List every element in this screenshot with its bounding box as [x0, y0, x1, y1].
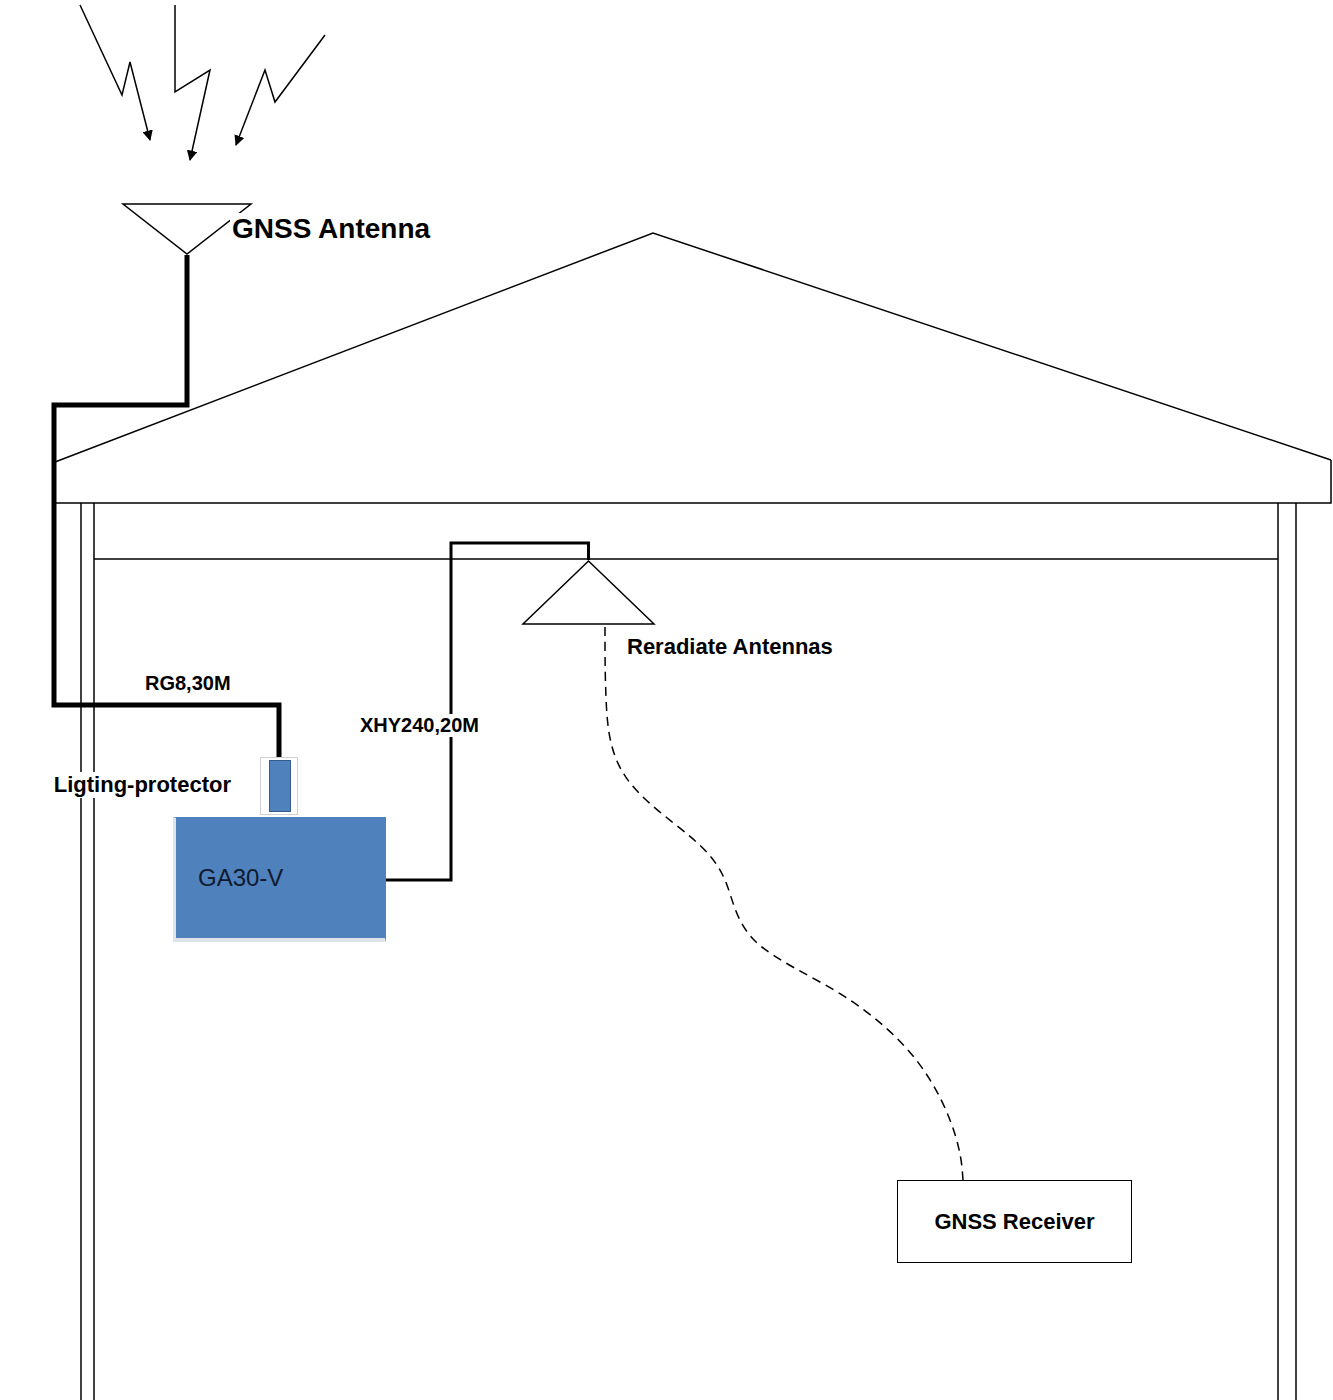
amplifier-box: GA30-V [173, 817, 386, 942]
lightning-arrow [236, 35, 325, 145]
signal-bolts [80, 5, 325, 160]
box-label: GA30-V [198, 864, 283, 892]
component-label: Ligting-protector [52, 772, 233, 798]
lightning-protector: Ligting-protector [260, 757, 298, 815]
cable-label: RG8,30M [143, 672, 233, 695]
house-outline [55, 233, 1331, 1400]
lightning-arrow [80, 5, 150, 140]
roof-band [55, 460, 1331, 503]
wall-line [1277, 503, 1279, 1400]
ceiling-line [94, 558, 1278, 560]
antenna-symbol: GNSS Antenna [122, 203, 252, 255]
wall-line [93, 503, 95, 1400]
triangle-outline [522, 560, 655, 625]
protector-body [269, 760, 291, 812]
wall-line [80, 503, 82, 1400]
box-label: GNSS Receiver [934, 1209, 1094, 1235]
lightning-arrow [175, 5, 210, 160]
cable-label: XHY240,20M [358, 714, 481, 737]
receiver-box: GNSS Receiver [897, 1180, 1132, 1263]
antenna-symbol: Reradiate Antennas [522, 560, 655, 625]
radio-path [605, 627, 963, 1180]
roof-line [55, 233, 1331, 462]
wall-line [1295, 503, 1297, 1400]
coax-cable [54, 255, 279, 757]
component-label: Reradiate Antennas [625, 634, 835, 660]
component-label: GNSS Antenna [230, 213, 432, 245]
